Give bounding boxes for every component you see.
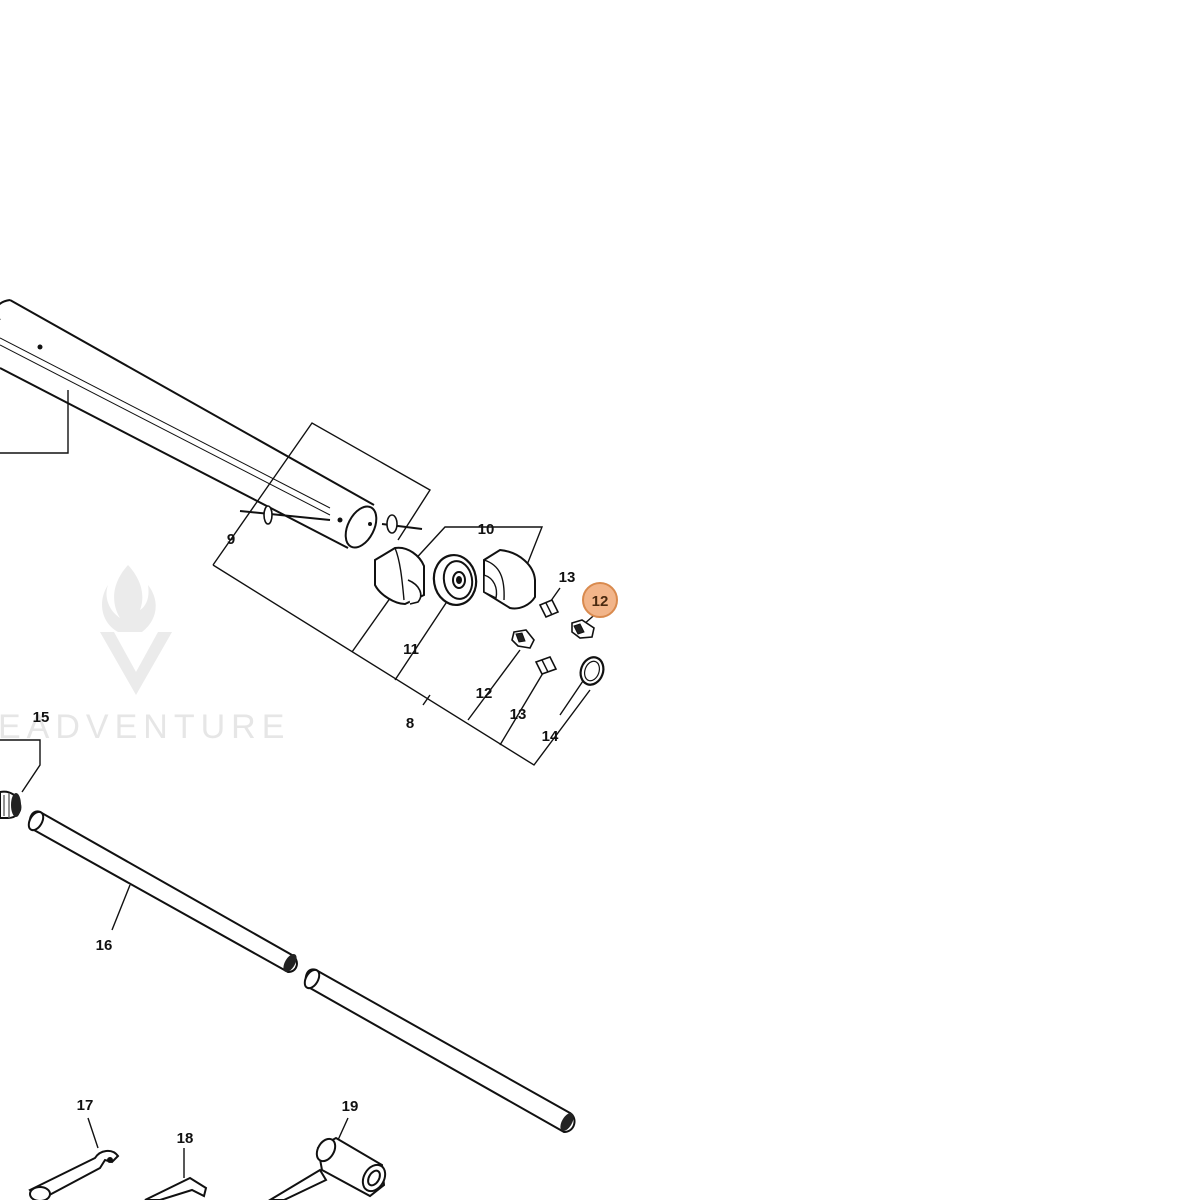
clip-12-lower — [511, 629, 535, 649]
bushing-half-right — [483, 548, 536, 610]
bracket-9 — [212, 422, 431, 566]
highlight-label: 12 — [592, 593, 609, 610]
watermark: EADVENTURE — [0, 565, 290, 746]
callout-10: 10 — [478, 521, 495, 538]
callout-9: 9 — [227, 531, 235, 548]
o-ring — [579, 656, 605, 686]
clip-12-upper — [571, 619, 595, 639]
callout-14: 14 — [542, 728, 559, 745]
watermark-text: EADVENTURE — [0, 708, 290, 746]
callout-19: 19 — [342, 1098, 359, 1115]
callout-15: 15 — [33, 709, 50, 726]
main-tube — [0, 299, 378, 549]
bracket-8 — [212, 564, 591, 766]
wrench-tool — [28, 1117, 120, 1200]
callout-12-lower: 12 — [476, 685, 493, 702]
screw-right — [381, 514, 423, 534]
callout-13-lower: 13 — [510, 706, 527, 723]
clip-13-upper — [538, 598, 560, 619]
hex-key-tool — [144, 1148, 208, 1200]
callout-11: 11 — [403, 641, 419, 658]
bracket-10 — [409, 526, 544, 571]
bracket-line-left — [0, 390, 69, 454]
socket-wrench-tool — [268, 1117, 387, 1200]
callout-18: 18 — [177, 1130, 194, 1147]
clip-13-lower — [534, 656, 558, 675]
callout-8: 8 — [406, 715, 414, 732]
bearing — [432, 554, 478, 606]
callout-16: 16 — [96, 937, 113, 954]
highlight-marker[interactable]: 12 — [582, 582, 618, 618]
screw-left — [239, 505, 331, 525]
spline-gear — [0, 739, 41, 819]
drive-shaft-second — [303, 968, 576, 1134]
bushing-half-left — [374, 546, 425, 606]
callout-13-upper: 13 — [559, 569, 576, 586]
flame-logo-icon — [100, 565, 172, 695]
drive-shaft — [27, 810, 298, 974]
callout-17: 17 — [77, 1097, 94, 1114]
